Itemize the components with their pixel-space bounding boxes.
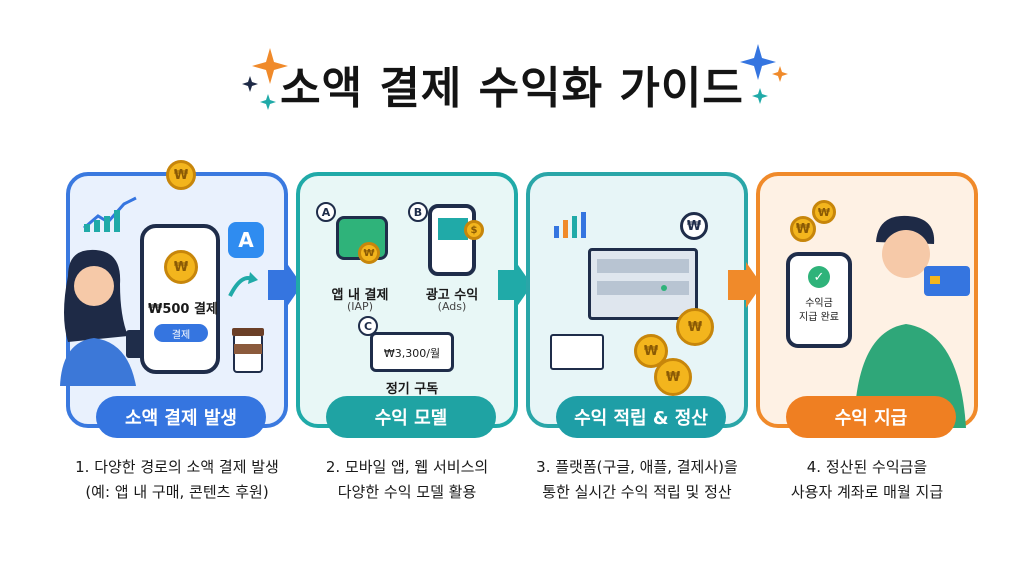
step-description-4: 4. 정산된 수익금을 사용자 계좌로 매월 지급 — [790, 458, 944, 501]
check-icon: ✓ — [808, 266, 830, 288]
won-coin-icon: ₩ — [166, 160, 196, 190]
badge-a: A — [316, 202, 336, 222]
exchange-arrows-icon — [228, 272, 258, 297]
won-coin-icon: ₩ — [812, 200, 836, 224]
won-coin-icon: ₩ — [676, 308, 714, 346]
subscription-title: 정기 구독 — [385, 382, 439, 397]
coffee-cup-icon — [232, 328, 264, 373]
payout-text-2: 지급 완료 — [799, 312, 839, 323]
payment-amount-text: ₩500 결제 — [148, 302, 218, 317]
step-pill-settlement: 수익 적립 & 정산 — [556, 396, 726, 438]
iap-title: 앱 내 결제 — [331, 288, 389, 303]
server-icon — [588, 248, 698, 320]
ad-phone-icon — [428, 204, 476, 276]
arrow-right-icon — [728, 262, 762, 308]
step-card-revenue-model: A ₩ 앱 내 결제 (IAP) B $ 광고 수익 (Ads) C ₩3,30… — [296, 172, 518, 438]
step-card-payout: ₩ ₩ ✓ 수익금 지급 완료 수익 지급 — [756, 172, 978, 438]
step-description-3: 3. 플랫폼(구글, 애플, 결제사)을 통한 실시간 수익 적립 및 정산 — [536, 458, 738, 501]
won-coin-icon: ₩ — [358, 242, 380, 264]
badge-b: B — [408, 202, 428, 222]
step-pill-revenue-model: 수익 모델 — [326, 396, 496, 438]
calendar-icon: ₩3,300/월 — [370, 332, 454, 372]
pay-button: 결제 — [154, 324, 208, 342]
step-pill-payout: 수익 지급 — [786, 396, 956, 438]
growth-chart-icon — [83, 196, 137, 232]
step-card-settlement: ₩ ₩ ₩ ₩ 수익 적립 & 정산 — [526, 172, 748, 438]
badge-c: C — [358, 316, 378, 336]
won-coin-icon: ₩ — [790, 216, 816, 242]
step-description-2: 2. 모바일 앱, 웹 서비스의 다양한 수익 모델 활용 — [325, 458, 489, 501]
won-coin-icon: ₩ — [634, 334, 668, 368]
arrow-right-icon — [498, 262, 532, 308]
page-title: 소액 결제 수익화 가이드 — [280, 63, 744, 114]
step-description-1: 1. 다양한 경로의 소액 결제 발생 (예: 앱 내 구매, 콘텐츠 후원) — [75, 458, 279, 501]
ads-title: 광고 수익 — [425, 288, 479, 303]
payout-phone: ✓ 수익금 지급 완료 — [786, 252, 852, 348]
won-coin-icon: ₩ — [164, 250, 198, 284]
payout-text-1: 수익금 — [805, 298, 833, 309]
won-coin-icon: ₩ — [654, 358, 692, 396]
step-pill-payment: 소액 결제 발생 — [96, 396, 266, 438]
dashboard-icon — [550, 334, 604, 370]
app-store-icon: A — [228, 222, 264, 258]
arrow-right-icon — [268, 262, 302, 308]
sparkle-icon — [242, 48, 288, 110]
bar-chart-icon — [554, 212, 586, 238]
ads-subtitle: (Ads) — [437, 300, 467, 313]
phone-illustration: ₩ ₩500 결제 결제 — [140, 224, 220, 374]
iap-subtitle: (IAP) — [347, 300, 373, 313]
won-circle-icon: ₩ — [680, 212, 708, 240]
subscription-price: ₩3,300/월 — [383, 347, 441, 360]
credit-card-icon — [924, 266, 970, 296]
sparkle-icon — [740, 44, 788, 104]
step-card-payment: ₩ ₩500 결제 결제 A ₩ 소액 결제 발생 — [60, 160, 288, 438]
woman-user-illustration — [60, 249, 144, 386]
video-play-icon — [438, 218, 468, 240]
dollar-coin-icon: $ — [464, 220, 484, 240]
